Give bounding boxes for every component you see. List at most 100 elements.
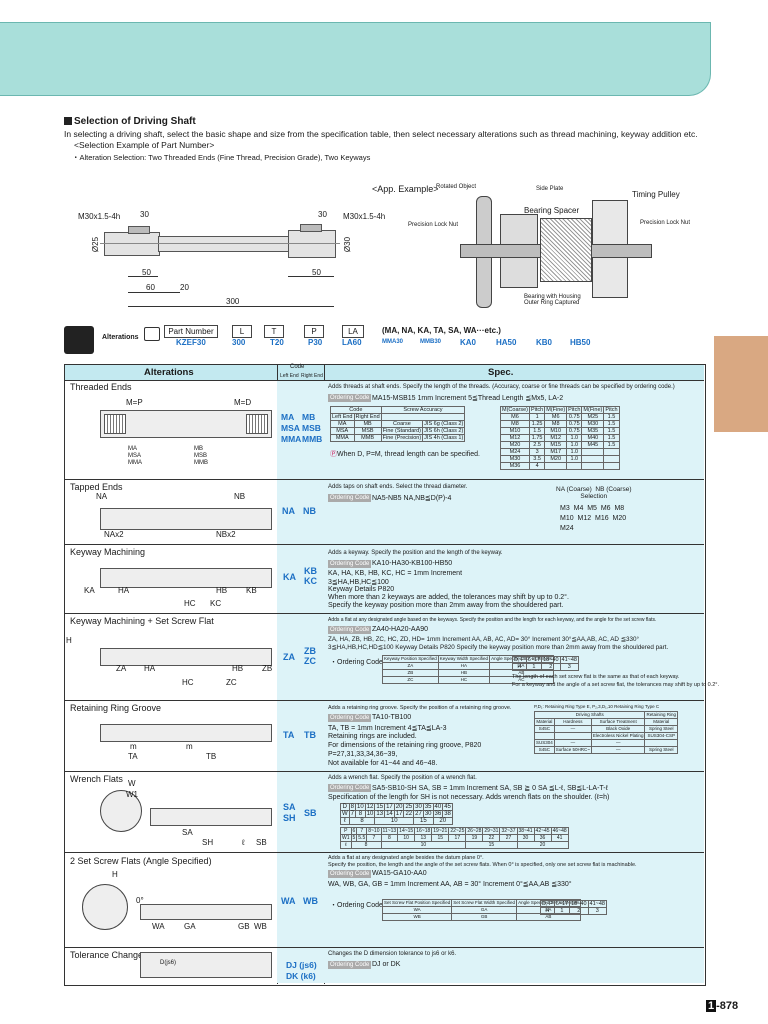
fig-label: ZA	[116, 664, 127, 673]
code-right: DK (k6)	[286, 971, 316, 981]
intro-text: In selecting a driving shaft, select the…	[64, 129, 698, 139]
figure-shaft	[100, 410, 272, 438]
figure-shaft	[140, 952, 272, 978]
label-rotated-object: Rotated Object	[436, 184, 477, 190]
dim-50-right: 50	[312, 268, 321, 277]
fig-label: KA	[84, 586, 95, 595]
ordering-example: KA10-HA30-KB100-HB50	[372, 560, 453, 567]
part-number-code-t: T	[264, 325, 284, 338]
keyway-left	[128, 226, 150, 234]
spec-text: Adds a keyway. Specify the position and …	[328, 550, 503, 556]
spec-text: Adds a flat at any designated angle besi…	[328, 855, 484, 861]
code-left: ZA	[283, 652, 295, 662]
dim-line	[288, 276, 334, 277]
figure-shaft	[100, 724, 272, 742]
code-left: KA	[283, 572, 296, 582]
fig-label: HC	[184, 599, 196, 608]
label-timing-pulley: Timing Pulley	[632, 190, 680, 199]
ordering-example: MA15-MSB15 1mm Increment 5≦Thread Length…	[372, 395, 564, 402]
dim-50-left: 50	[142, 268, 151, 277]
selection-head: NA (Coarse) NB (Coarse) Selection	[556, 486, 632, 500]
part-number-suffix: (MA, NA, KA, TA, SA, WA···etc.)	[382, 326, 501, 335]
ordering-code-badge: Ordering Code	[328, 870, 372, 878]
fig-label: SB	[256, 838, 267, 847]
example-hb50: HB50	[570, 338, 591, 347]
fig-label: 0°	[136, 896, 144, 905]
dim-line	[128, 292, 180, 293]
fig-label: W	[128, 779, 136, 788]
fig-label: ZB	[262, 664, 273, 673]
thread-right-figure	[246, 414, 268, 434]
label-lock-nut-left: Precision Lock Nut	[408, 222, 459, 228]
row-divider	[64, 544, 704, 545]
code-right: SB	[304, 808, 317, 818]
row-divider	[64, 852, 704, 853]
spec-line: Specify the keyway position more than 2m…	[328, 602, 564, 609]
fig-label: m	[130, 742, 137, 751]
fig-label: HA	[118, 586, 130, 595]
part-number-code-l: L	[232, 325, 252, 338]
spec-text: Adds a flat at any designated angle base…	[328, 617, 657, 623]
row-divider	[64, 947, 704, 948]
fig-label: HC	[182, 678, 194, 687]
example-ka0: KA0	[460, 338, 477, 347]
spec-line: Keyway Details P820	[328, 586, 395, 593]
fig-label: WB	[254, 922, 267, 931]
dim-20: 20	[180, 283, 189, 292]
spec-line: 3≦HA,HB,HC,HD≦100 Keyway Details P820 Sp…	[328, 644, 669, 651]
spec-line: KA, HA, KB, HB, KC, HC = 1mm Increment	[328, 570, 463, 577]
example-kb0: KB0	[536, 338, 553, 347]
page-section: 1	[706, 1000, 717, 1012]
alteration-note: ・Alteration Selection: Two Threaded Ends…	[72, 153, 371, 162]
code-left: TA	[283, 730, 295, 740]
dim-line	[128, 276, 158, 277]
spacer-drawing	[540, 218, 592, 282]
spec-line: Retaining rings are included.	[328, 733, 417, 740]
note-text: The length of each set screw flat is the…	[512, 674, 680, 680]
fig-label: MB MSB MMB	[194, 446, 208, 466]
dia-30-label: Ø30	[343, 236, 353, 253]
spec-line: Not available for 41~44 and 46~48.	[328, 760, 438, 767]
row-divider	[64, 613, 704, 614]
header-banner	[0, 22, 711, 96]
phone-icon	[144, 327, 160, 341]
fig-label: H	[66, 636, 72, 645]
row-title: Tapped Ends	[70, 482, 123, 492]
shaft-left-section	[104, 232, 160, 256]
fig-label: HA	[144, 664, 156, 673]
spec-text: Changes the D dimension tolerance to js6…	[328, 951, 457, 957]
dim-60: 60	[146, 283, 155, 292]
thread-label-left: M30x1.5-4h	[78, 212, 121, 221]
part-number-code-p: P	[304, 325, 324, 338]
alterations-label: Alterations	[102, 334, 139, 341]
fig-label: KC	[210, 599, 222, 608]
fig-label: KB	[246, 586, 257, 595]
code-left: NA	[282, 506, 295, 516]
fig-label: SA	[182, 828, 193, 837]
label-bearing-housing: Bearing with Housing Outer Ring Captured	[524, 294, 581, 306]
alterations-table	[64, 364, 706, 986]
code-left: DJ (js6)	[286, 960, 317, 970]
note-text: For a keyway and the angle of a set scre…	[512, 682, 720, 688]
row-divider	[64, 479, 704, 480]
alterations-icon	[64, 326, 94, 354]
thread-left-figure	[104, 414, 126, 434]
fig-label: GA	[184, 922, 196, 931]
part-number-code-la: LA	[342, 325, 364, 338]
fig-label: HB	[216, 586, 228, 595]
table-header	[65, 365, 704, 380]
ordering-code-badge: Ordering Code	[328, 961, 372, 969]
spec-text: Specify the position, the length and the…	[328, 862, 637, 868]
spec-text: Adds taps on shaft ends. Select the thre…	[328, 484, 468, 490]
figure-shaft	[100, 568, 272, 588]
ordering-example: SA5-SB10-SH SA, SB = 1mm Increment SA, S…	[372, 785, 608, 792]
code-right: ZB ZC	[304, 646, 316, 666]
spec-line: TA, TB = 1mm Increment 4≦TA≦LA-3	[328, 725, 447, 732]
example-300: 300	[232, 338, 246, 347]
wrench-cross-section	[100, 790, 142, 832]
